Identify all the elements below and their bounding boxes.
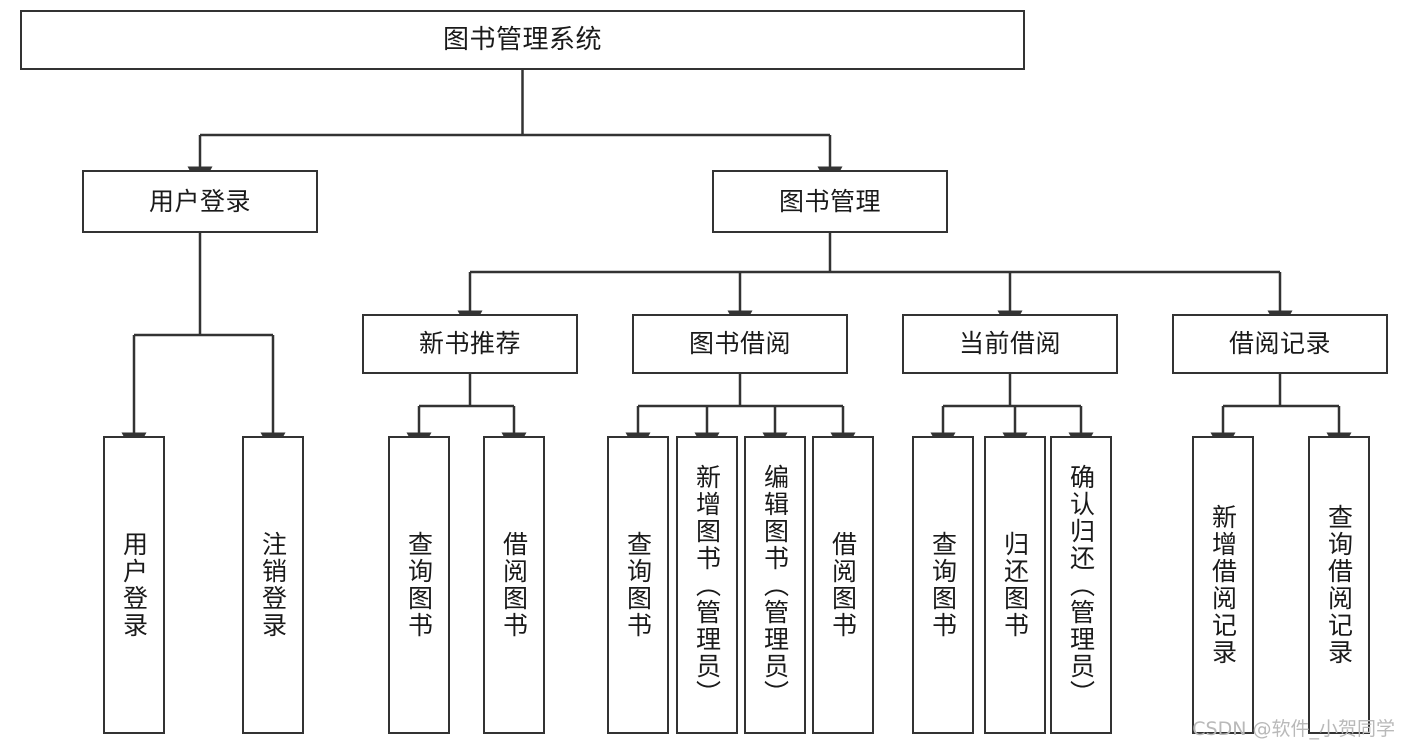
node-label-leaf-add-record: 新增借阅记录 — [1208, 504, 1238, 666]
node-label-leaf-return-book: 归还图书 — [1000, 531, 1030, 639]
node-leaf-borrow-book-1[interactable]: 借阅图书 — [483, 436, 545, 734]
node-book-manage[interactable]: 图书管理 — [712, 170, 948, 233]
node-current-borrow[interactable]: 当前借阅 — [902, 314, 1118, 374]
node-leaf-query-book-3[interactable]: 查询图书 — [912, 436, 974, 734]
node-root[interactable]: 图书管理系统 — [20, 10, 1025, 70]
node-borrow-record[interactable]: 借阅记录 — [1172, 314, 1388, 374]
node-label-leaf-edit-book: 编辑图书（管理员） — [760, 463, 790, 707]
node-new-book-recommend[interactable]: 新书推荐 — [362, 314, 578, 374]
node-book-borrow[interactable]: 图书借阅 — [632, 314, 848, 374]
node-label-leaf-confirm-return: 确认归还（管理员） — [1066, 463, 1096, 707]
node-label-leaf-add-book: 新增图书（管理员） — [692, 463, 722, 707]
node-leaf-borrow-book-2[interactable]: 借阅图书 — [812, 436, 874, 734]
node-user-login[interactable]: 用户登录 — [82, 170, 318, 233]
node-label-book-manage: 图书管理 — [778, 186, 881, 216]
node-label-new-book-recommend: 新书推荐 — [418, 329, 521, 359]
node-label-leaf-query-book-1: 查询图书 — [404, 531, 434, 639]
node-label-leaf-query-book-2: 查询图书 — [623, 531, 653, 639]
node-leaf-user-logout[interactable]: 注销登录 — [242, 436, 304, 734]
node-leaf-return-book[interactable]: 归还图书 — [984, 436, 1046, 734]
node-label-leaf-user-login: 用户登录 — [119, 531, 149, 639]
node-label-leaf-query-record: 查询借阅记录 — [1324, 504, 1354, 666]
node-leaf-edit-book[interactable]: 编辑图书（管理员） — [744, 436, 806, 734]
node-leaf-add-record[interactable]: 新增借阅记录 — [1192, 436, 1254, 734]
node-label-leaf-user-logout: 注销登录 — [258, 531, 288, 639]
node-label-user-login: 用户登录 — [148, 186, 251, 216]
node-leaf-user-login[interactable]: 用户登录 — [103, 436, 165, 734]
node-leaf-query-book-1[interactable]: 查询图书 — [388, 436, 450, 734]
node-label-leaf-borrow-book-2: 借阅图书 — [828, 531, 858, 639]
node-label-current-borrow: 当前借阅 — [958, 329, 1061, 359]
node-label-borrow-record: 借阅记录 — [1228, 329, 1331, 359]
node-leaf-add-book[interactable]: 新增图书（管理员） — [676, 436, 738, 734]
node-leaf-query-record[interactable]: 查询借阅记录 — [1308, 436, 1370, 734]
watermark-text: CSDN @软件_小贺同学 — [1192, 718, 1395, 740]
node-label-leaf-borrow-book-1: 借阅图书 — [499, 531, 529, 639]
node-leaf-query-book-2[interactable]: 查询图书 — [607, 436, 669, 734]
node-leaf-confirm-return[interactable]: 确认归还（管理员） — [1050, 436, 1112, 734]
node-label-leaf-query-book-3: 查询图书 — [928, 531, 958, 639]
node-label-book-borrow: 图书借阅 — [688, 329, 791, 359]
node-label-root: 图书管理系统 — [442, 24, 602, 55]
